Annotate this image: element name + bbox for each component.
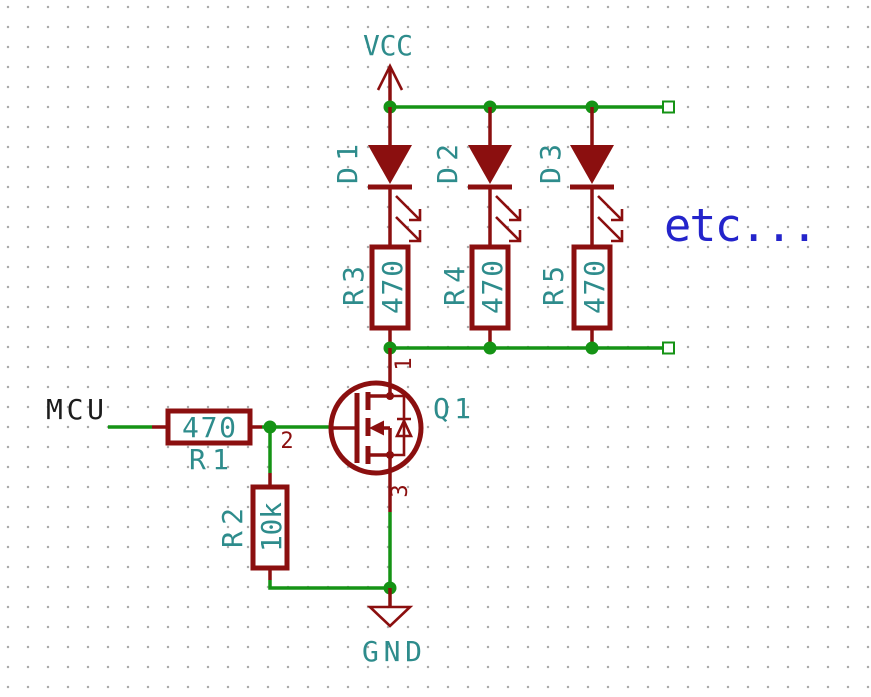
mcu-net-label: MCU: [46, 393, 104, 426]
resistor-reference: R1: [189, 443, 229, 476]
resistor-r3[interactable]: R3 470: [337, 244, 411, 348]
mosfet-arrow-icon: [369, 420, 384, 436]
resistor-reference: R4: [438, 266, 471, 306]
pin-number-drain: 1: [392, 357, 417, 370]
internal-node-dot: [386, 451, 394, 459]
gnd-label: GND: [362, 635, 422, 668]
transistor-q1[interactable]: Q1 1 2 3: [280, 348, 471, 512]
wire-end-marker: [662, 100, 675, 114]
led-reference: D1: [331, 144, 364, 184]
wire-gate-net[interactable]: [262, 420, 332, 474]
resistor-r4[interactable]: R4 470: [438, 244, 511, 348]
junction-dot: [483, 341, 497, 355]
etc-note-text[interactable]: etc...: [664, 199, 818, 252]
led-reference: D2: [431, 144, 464, 184]
resistor-reference: R5: [537, 266, 570, 306]
led-triangle-icon: [570, 145, 614, 184]
resistor-r2[interactable]: R2 10k: [216, 473, 290, 580]
wire-segment: [268, 512, 392, 590]
pin-number-gate: 2: [280, 429, 293, 454]
transistor-reference: Q1: [433, 392, 471, 425]
vcc-label: VCC: [363, 29, 413, 62]
resistor-value: 470: [578, 260, 611, 314]
body-diode-triangle: [394, 417, 414, 438]
vcc-arrow-icon: [376, 63, 404, 91]
resistor-value: 470: [376, 260, 409, 314]
led-emission-arrows-icon: [495, 195, 522, 243]
led-reference: D3: [534, 144, 567, 184]
wire-segment: [262, 425, 332, 473]
led-d3[interactable]: D3: [534, 107, 624, 247]
power-symbol-vcc[interactable]: VCC: [363, 29, 413, 107]
led-triangle-icon: [468, 145, 512, 184]
junction-dot: [263, 420, 277, 434]
resistor-body: [165, 408, 253, 446]
resistor-body: [250, 484, 290, 571]
resistor-r1[interactable]: 470 R1: [152, 408, 262, 476]
gnd-triangle-icon: [366, 605, 414, 628]
resistor-value: 470: [476, 260, 509, 314]
led-triangle-icon: [368, 145, 412, 184]
resistor-reference: R3: [337, 266, 370, 306]
internal-node-dot: [386, 392, 394, 400]
led-d2[interactable]: D2: [431, 107, 522, 247]
led-d1[interactable]: D1: [331, 107, 422, 247]
led-emission-arrows-icon: [395, 195, 422, 243]
junction-dot: [585, 341, 599, 355]
resistor-r5[interactable]: R5 470: [537, 244, 613, 348]
wire-end-marker: [662, 341, 675, 355]
wire-vcc-bus[interactable]: [383, 100, 675, 114]
led-emission-arrows-icon: [597, 195, 624, 243]
net-mcu[interactable]: MCU: [46, 393, 152, 429]
resistor-reference: R2: [216, 508, 249, 548]
internal-connections: [368, 394, 392, 470]
pin-number-source: 3: [388, 484, 413, 497]
resistor-value: 10k: [255, 502, 288, 552]
power-symbol-gnd[interactable]: GND: [362, 588, 422, 668]
resistor-value: 470: [182, 411, 236, 444]
wire-drain-bus[interactable]: [383, 341, 675, 355]
